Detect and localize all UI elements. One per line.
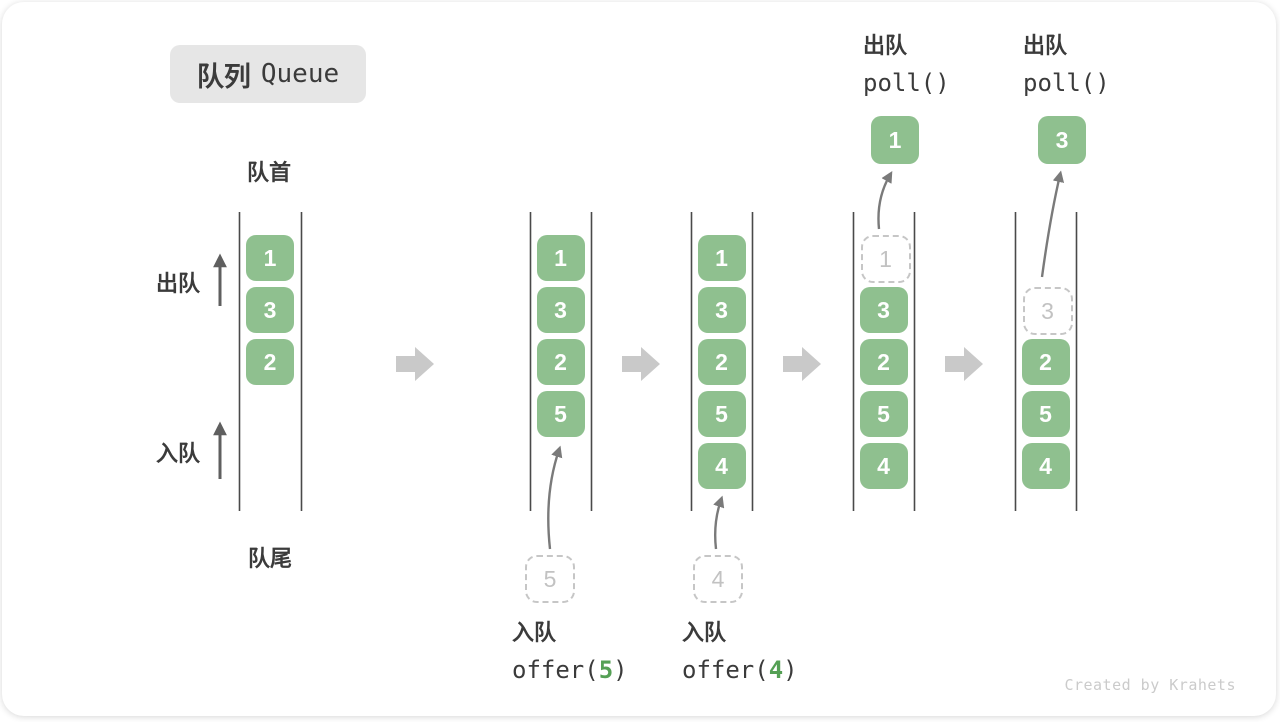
queue-block: 4 — [1021, 443, 1070, 489]
poll-op-cjk: 出队 — [1023, 33, 1068, 58]
step-arrows — [396, 347, 983, 381]
queue-block: 2 — [859, 339, 908, 385]
title-en: Queue — [260, 59, 340, 89]
queue-walls — [238, 212, 1078, 511]
queue-block: 5 — [859, 391, 908, 437]
offer-op-cjk: 入队 — [512, 620, 557, 645]
poll-3-arrow-icon — [1040, 170, 1065, 278]
enqueue-5-arrow-icon — [547, 445, 563, 550]
queue-block: 1 — [246, 235, 294, 281]
incoming-block-ghost: 5 — [525, 555, 575, 603]
queue-block: 2 — [1021, 339, 1070, 385]
poll-op-code: poll() — [863, 69, 950, 97]
poll-operation-label: 出队 poll() — [1023, 28, 1110, 101]
queue-block: 2 — [536, 339, 585, 385]
poll-op-cjk: 出队 — [863, 33, 908, 58]
incoming-block-ghost: 4 — [693, 555, 743, 603]
queue-block: 4 — [859, 443, 908, 489]
queue-block: 5 — [1021, 391, 1070, 437]
right-arrow-icon — [622, 347, 660, 381]
queue-block: 5 — [536, 391, 585, 437]
right-arrow-icon — [396, 347, 434, 381]
queue-rear-label: 队尾 — [248, 546, 293, 571]
enqueue-4-arrow-icon — [713, 495, 725, 550]
title-zh: 队列 — [196, 61, 251, 92]
offer-op-cjk: 入队 — [682, 620, 727, 645]
dequeue-side-label: 出队 — [156, 271, 201, 296]
poll-1-arrow-icon — [877, 171, 893, 230]
popped-block: 1 — [871, 116, 919, 164]
poll-operation-label: 出队 poll() — [863, 28, 950, 101]
queue-block: 3 — [859, 287, 908, 333]
queue-block: 3 — [246, 287, 294, 333]
offer-arg: 5 — [598, 656, 614, 684]
right-arrow-icon — [945, 347, 983, 381]
right-arrow-icon — [783, 347, 821, 381]
operation-arrows — [547, 170, 1065, 550]
queue-front-label: 队首 — [247, 160, 292, 185]
queue-block: 5 — [697, 391, 746, 437]
offer-arg: 4 — [768, 656, 784, 684]
queue-block: 4 — [697, 443, 746, 489]
watermark: Created by Krahets — [1064, 676, 1236, 694]
offer-operation-label: 入队 offer(4) — [682, 615, 798, 688]
queue-block-ghost: 3 — [1022, 287, 1073, 335]
popped-block: 3 — [1038, 116, 1086, 164]
offer-op-code: offer(4) — [682, 656, 798, 684]
queue-block: 2 — [697, 339, 746, 385]
queue-block: 2 — [246, 339, 294, 385]
offer-op-code: offer(5) — [512, 656, 628, 684]
queue-block-ghost: 1 — [860, 235, 911, 283]
poll-op-code: poll() — [1023, 69, 1110, 97]
enqueue-side-label: 入队 — [156, 441, 201, 466]
offer-operation-label: 入队 offer(5) — [512, 615, 628, 688]
queue-block: 1 — [536, 235, 585, 281]
title-badge: 队列 Queue — [170, 45, 366, 103]
queue-block: 3 — [536, 287, 585, 333]
queue-block: 3 — [697, 287, 746, 333]
queue-block: 1 — [697, 235, 746, 281]
